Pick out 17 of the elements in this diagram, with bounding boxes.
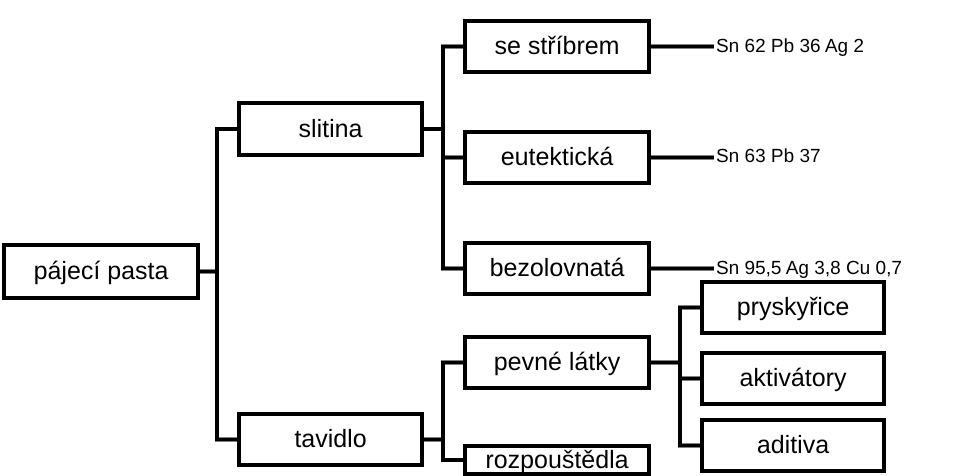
category-box: tavidlo <box>237 412 424 467</box>
category-box: eutektická <box>463 130 651 185</box>
category-box: rozpouštědla <box>463 444 651 476</box>
composition-text: Sn 62 Pb 36 Ag 2 <box>716 33 956 61</box>
connector-line <box>651 44 714 48</box>
category-box: slitina <box>237 101 424 157</box>
category-box: pevné látky <box>463 335 651 390</box>
category-box: aditiva <box>700 418 886 473</box>
composition-text: Sn 63 Pb 37 <box>716 143 916 171</box>
category-box: aktivátory <box>700 351 886 406</box>
connector-line <box>651 156 714 160</box>
connector-line <box>651 266 714 270</box>
category-box: bezolovnatá <box>463 241 651 296</box>
category-box: pryskyřice <box>700 280 886 335</box>
category-box: se stříbrem <box>463 19 651 74</box>
composition-text: Sn 95,5 Ag 3,8 Cu 0,7 <box>716 255 964 283</box>
category-box: pájecí pasta <box>2 243 200 300</box>
